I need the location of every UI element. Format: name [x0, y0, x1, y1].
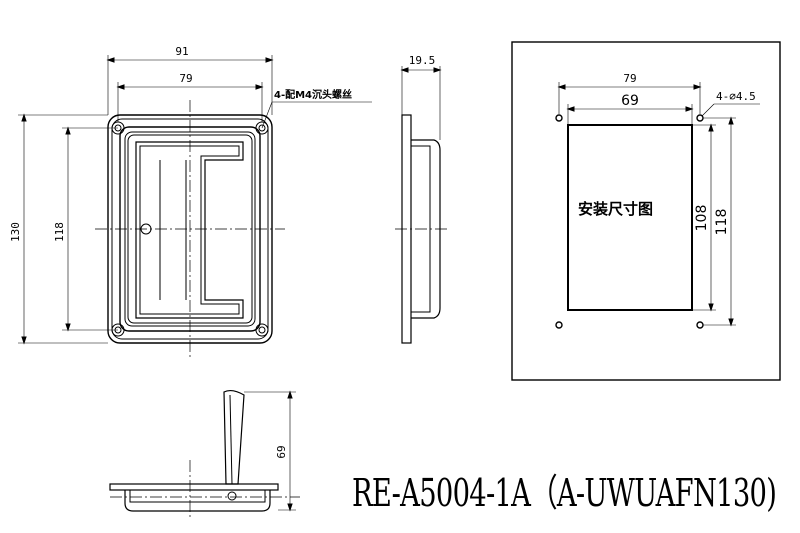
- hole-note: 4-⌀4.5: [716, 90, 756, 103]
- screw-note: 4-配M4沉头螺丝: [274, 88, 352, 101]
- dim-height-inner: 118: [53, 222, 66, 242]
- side-view: [395, 66, 450, 344]
- install-panel-label: 安装尺寸图: [578, 200, 654, 218]
- dim-width-inner: 79: [179, 72, 192, 85]
- dim-bottom-height: 69: [275, 445, 288, 458]
- dim-width-outer: 91: [175, 45, 188, 58]
- bottom-view: [109, 389, 300, 520]
- dim-hole-height: 118: [714, 209, 730, 236]
- dim-cutout-height: 108: [694, 205, 710, 232]
- install-panel: [511, 41, 781, 381]
- part-number: RE-A5004-1A（A-UWUAFN130): [352, 471, 777, 515]
- dim-height-outer: 130: [9, 222, 22, 242]
- dim-depth: 19.5: [409, 54, 436, 67]
- dim-cutout-width: 69: [621, 93, 639, 109]
- dim-hole-spacing: 79: [623, 72, 636, 85]
- front-view: [18, 55, 372, 358]
